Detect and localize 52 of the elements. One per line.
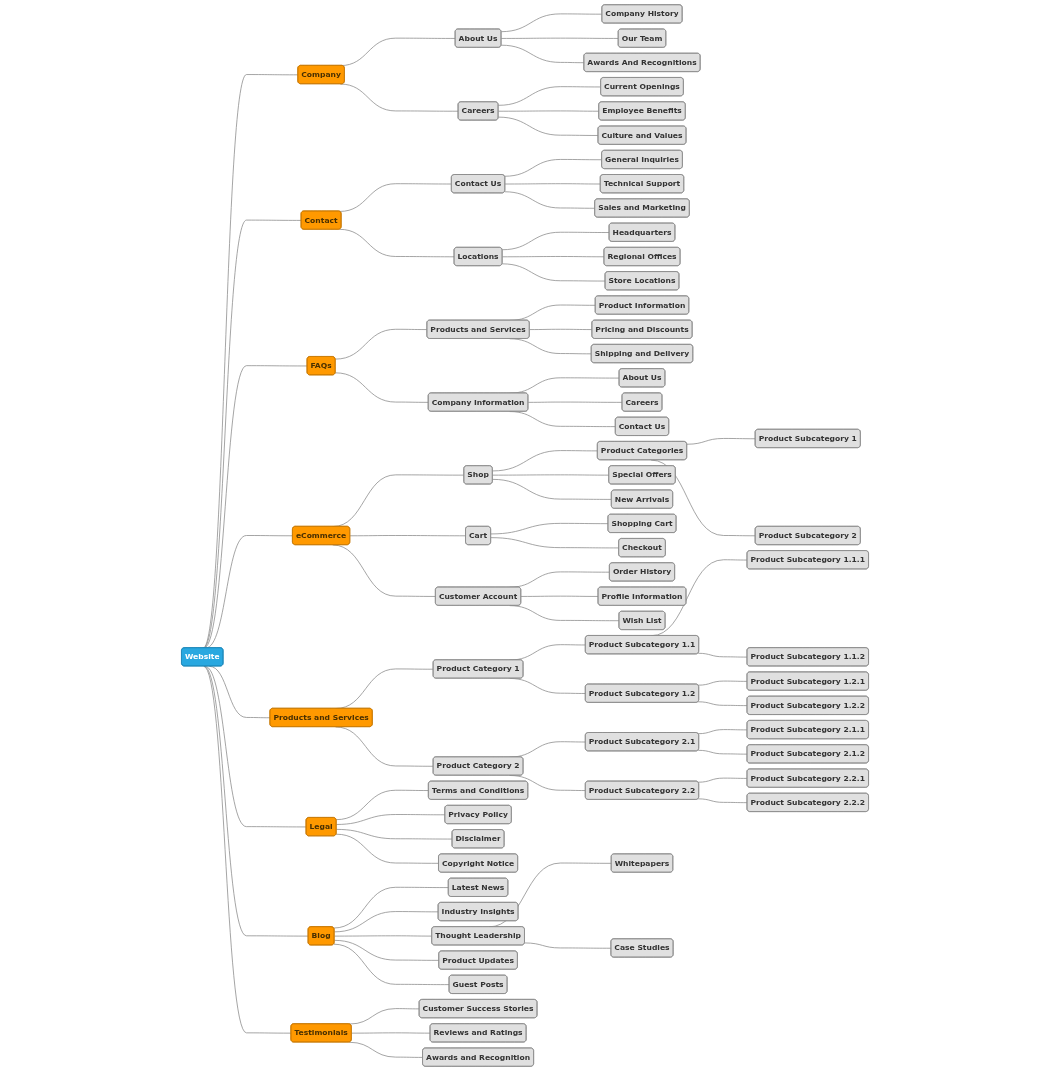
connector [203,365,308,649]
connector [349,1041,424,1058]
connector [492,450,598,472]
connector [697,798,748,804]
connector [527,401,623,403]
connector [504,159,603,177]
connector [335,789,429,821]
connector [490,537,620,549]
connector [202,74,299,649]
connector [502,256,605,258]
connector [336,829,453,840]
connector [524,942,612,949]
connector [500,13,603,33]
connector [498,110,600,112]
connector [500,37,619,39]
connector [203,665,309,937]
connector [339,83,459,112]
connector [529,328,593,330]
connector [339,183,452,212]
connector [492,478,612,500]
connector [501,263,606,282]
connector [492,474,610,476]
connector [203,219,302,649]
connector [335,328,428,360]
connector [498,116,599,136]
connector [697,680,748,686]
connector [203,665,292,1034]
connector [500,44,585,64]
connector [349,1008,420,1025]
connector [334,935,433,937]
connector [697,749,748,755]
connector [686,438,756,445]
connector [333,943,450,985]
connector [339,228,455,258]
connector [349,535,467,537]
connector [504,183,601,185]
connector [697,777,748,783]
connector [490,523,609,535]
connector [697,729,748,735]
connector [334,939,440,961]
connector [351,1032,431,1034]
connector [336,814,446,825]
connector [498,86,602,106]
connector [520,595,599,597]
connector [335,372,429,403]
connector [333,886,449,929]
connector [335,833,440,864]
connector [697,652,748,658]
connector [501,231,610,251]
connector [697,701,748,706]
connector [334,911,439,933]
connector [504,191,596,209]
